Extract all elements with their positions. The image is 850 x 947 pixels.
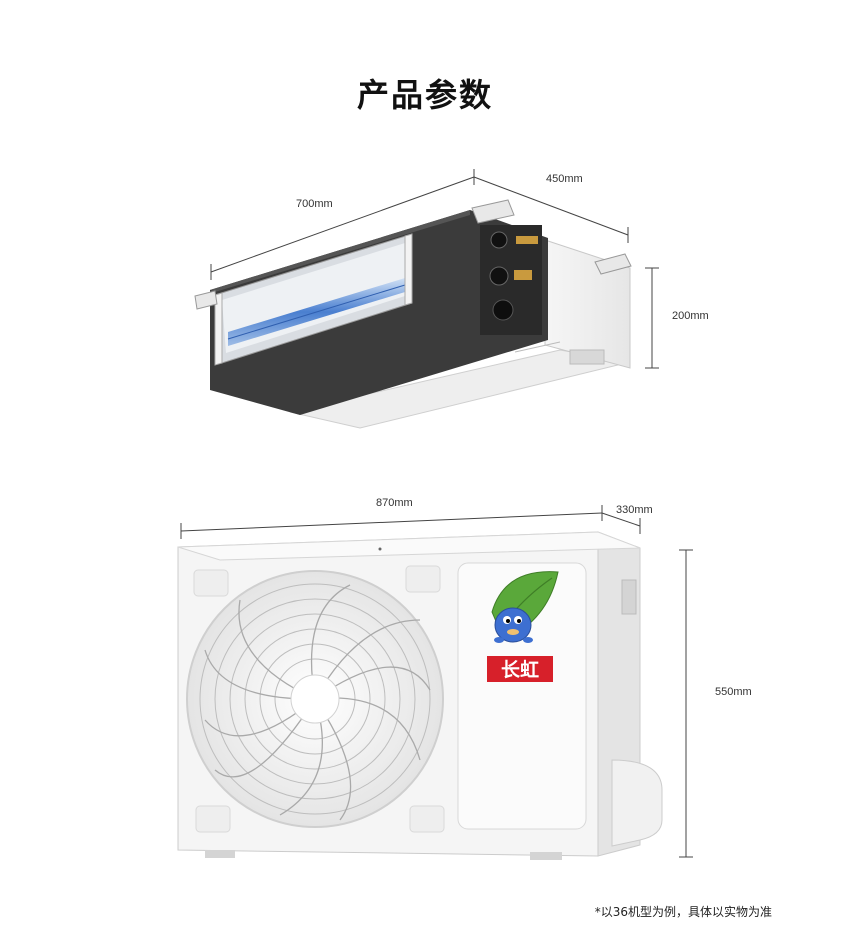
indoor-height-label: 200mm xyxy=(672,310,709,322)
indoor-unit xyxy=(194,199,632,429)
mascot-icon xyxy=(494,607,532,643)
footnote: *以36机型为例，具体以实物为准 xyxy=(594,905,772,919)
outdoor-depth-label: 330mm xyxy=(616,504,653,516)
page-title: 产品参数 xyxy=(356,76,493,114)
indoor-depth-label: 450mm xyxy=(546,173,583,185)
brand-logo xyxy=(487,656,553,682)
outdoor-width-label: 870mm xyxy=(376,497,413,509)
outdoor-dimension-lines xyxy=(180,505,693,858)
indoor-dimension-lines xyxy=(210,169,659,369)
brand-text: 长虹 xyxy=(501,658,539,681)
indoor-width-label: 700mm xyxy=(296,198,333,210)
outdoor-unit: 长虹 xyxy=(177,531,663,860)
outdoor-height-label: 550mm xyxy=(715,686,752,698)
brand-panel xyxy=(457,562,587,830)
